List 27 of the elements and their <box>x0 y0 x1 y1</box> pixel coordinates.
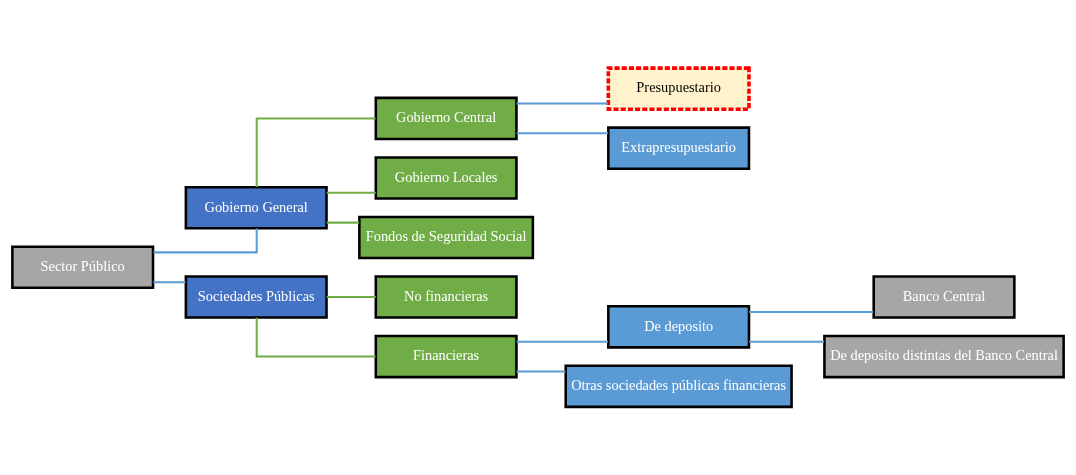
node-box: Fondos de Seguridad Social <box>358 215 535 260</box>
node-box: Gobierno Central <box>374 96 518 141</box>
node-box: No financieras <box>374 275 518 319</box>
connector <box>153 228 258 254</box>
connector <box>516 340 609 343</box>
node-box: Gobierno General <box>184 185 328 230</box>
connector <box>516 102 609 105</box>
connector <box>153 281 186 284</box>
connector <box>516 370 566 373</box>
node-box: Presupuestario <box>606 66 751 111</box>
node-box: Sector Público <box>11 245 155 290</box>
connector <box>255 317 376 358</box>
node-box: Extrapresupuestario <box>607 126 751 170</box>
connector <box>516 132 609 135</box>
connector <box>749 310 874 313</box>
connector <box>326 296 376 299</box>
node-box: De deposito <box>607 305 751 349</box>
connector <box>326 191 376 194</box>
node-box: Banco Central <box>872 275 1016 319</box>
connector <box>326 221 360 224</box>
node-box: Sociedades Públicas <box>184 275 328 319</box>
node-box: Financieras <box>374 334 518 379</box>
node-box: Gobierno Locales <box>374 156 518 200</box>
connector <box>749 340 824 343</box>
node-box: Otras sociedades públicas financieras <box>564 364 793 409</box>
connector <box>255 117 376 187</box>
node-box: De deposito distintas del Banco Central <box>823 334 1065 379</box>
